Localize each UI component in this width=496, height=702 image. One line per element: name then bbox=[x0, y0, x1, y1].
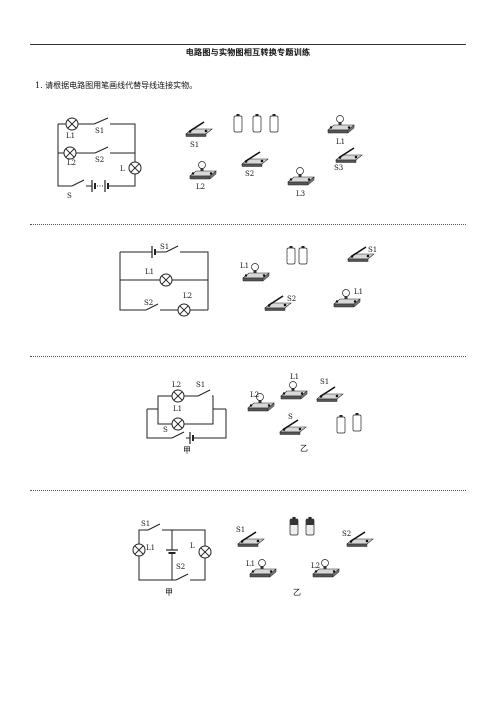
fig1-lamp-l2-symbol bbox=[63, 146, 77, 160]
section-divider-3 bbox=[30, 490, 466, 491]
fig1-battery-cell-1 bbox=[233, 113, 243, 133]
fig2-obj-label-l2: L1 bbox=[354, 288, 363, 296]
fig4-obj-label-l2: L2 bbox=[311, 562, 320, 570]
fig4-caption-objects: 乙 bbox=[293, 588, 301, 597]
figure-2-circuit bbox=[119, 245, 209, 311]
fig3-caption-circuit: 甲 bbox=[183, 446, 191, 455]
fig1-switch-s3-object bbox=[335, 147, 363, 164]
fig3-switch-s-object bbox=[279, 419, 307, 436]
fig4-switch-s1-object bbox=[237, 531, 265, 548]
fig3-switch-s1-object bbox=[316, 386, 344, 403]
fig4-label-s1: S1 bbox=[141, 520, 150, 528]
fig4-label-l: L bbox=[190, 542, 195, 550]
figure-1-circuit bbox=[57, 117, 136, 192]
fig3-label-l1: L1 bbox=[173, 405, 182, 413]
fig1-label-l1: L1 bbox=[66, 132, 75, 140]
fig1-switch-s2-object bbox=[241, 151, 269, 168]
fig1-switch-s1-object bbox=[185, 121, 213, 138]
fig4-obj-label-l1: L1 bbox=[246, 560, 255, 568]
fig2-obj-label-s1: S1 bbox=[368, 246, 377, 254]
fig4-caption-circuit: 甲 bbox=[165, 588, 173, 597]
fig3-lamp-l2-symbol bbox=[171, 389, 185, 403]
fig1-lamp-l-symbol bbox=[128, 161, 142, 175]
fig1-battery-cell-3 bbox=[269, 113, 279, 133]
fig1-label-s: S bbox=[67, 192, 72, 200]
fig1-battery-cell-2 bbox=[252, 113, 262, 133]
fig3-obj-label-s1: S1 bbox=[320, 378, 329, 386]
fig3-obj-label-l1: L1 bbox=[290, 373, 299, 381]
fig4-lamp-l-symbol bbox=[198, 545, 212, 559]
section-divider-2 bbox=[30, 356, 466, 357]
fig4-label-l1: L1 bbox=[146, 544, 155, 552]
fig1-obj-label-s3: S3 bbox=[334, 164, 343, 172]
fig1-label-s1: S1 bbox=[95, 127, 104, 135]
fig4-obj-label-s1: S1 bbox=[236, 526, 245, 534]
fig1-label-l: L bbox=[120, 165, 125, 173]
fig4-battery-cell-1 bbox=[289, 516, 299, 536]
fig3-obj-label-l2: L2 bbox=[250, 391, 259, 399]
fig1-obj-label-l2: L2 bbox=[196, 183, 205, 191]
fig2-battery-cell-2 bbox=[298, 245, 308, 265]
question-1-text: 1. 请根据电路图用笔画线代替导线连接实物。 bbox=[35, 81, 198, 90]
fig1-obj-label-l1: L1 bbox=[336, 138, 345, 146]
figure-3-circuit bbox=[146, 389, 227, 444]
fig1-lamp-l1-object bbox=[327, 115, 355, 134]
fig4-obj-label-s2: S2 bbox=[342, 530, 351, 538]
header-rule bbox=[30, 44, 466, 45]
fig2-lamp-l1-symbol bbox=[159, 273, 173, 287]
fig1-lamp-l2-object bbox=[189, 161, 217, 180]
fig4-lamp-l1-symbol bbox=[132, 543, 146, 557]
fig2-label-l2: L2 bbox=[183, 292, 192, 300]
section-divider-1 bbox=[30, 224, 466, 225]
fig1-obj-label-s1: S1 bbox=[190, 141, 199, 149]
fig3-label-s: S bbox=[163, 426, 168, 434]
fig1-lamp-l3-object bbox=[287, 167, 315, 186]
fig3-battery-cell-1 bbox=[336, 414, 346, 434]
fig1-obj-label-s2: S2 bbox=[245, 170, 254, 178]
fig2-lamp-l2-symbol bbox=[177, 303, 191, 317]
fig1-lamp-l1-symbol bbox=[65, 117, 79, 131]
fig3-battery-cell-2 bbox=[352, 412, 362, 432]
fig3-label-s1: S1 bbox=[196, 381, 205, 389]
fig2-obj-label-s2: S2 bbox=[287, 295, 296, 303]
fig3-lamp-l1-object bbox=[280, 381, 308, 400]
fig2-obj-label-l1: L1 bbox=[240, 262, 249, 270]
fig3-caption-objects: 乙 bbox=[300, 444, 308, 453]
fig1-label-s2: S2 bbox=[95, 156, 104, 164]
fig3-obj-label-s: S bbox=[288, 413, 293, 421]
fig4-battery-cell-2 bbox=[305, 516, 315, 536]
fig2-label-s1: S1 bbox=[160, 243, 169, 251]
fig1-label-l2: L2 bbox=[67, 159, 76, 167]
fig4-label-s2: S2 bbox=[176, 563, 185, 571]
fig2-label-l1: L1 bbox=[145, 268, 154, 276]
figure-4-circuit bbox=[138, 523, 206, 581]
fig3-lamp-l1-symbol bbox=[171, 417, 185, 431]
fig2-battery-cell-1 bbox=[286, 245, 296, 265]
fig3-label-l2: L2 bbox=[172, 381, 181, 389]
fig2-label-s2: S2 bbox=[144, 299, 153, 307]
page-title: 电路图与实物图相互转换专题训练 bbox=[185, 47, 311, 57]
fig1-obj-label-l3: L3 bbox=[296, 190, 305, 198]
